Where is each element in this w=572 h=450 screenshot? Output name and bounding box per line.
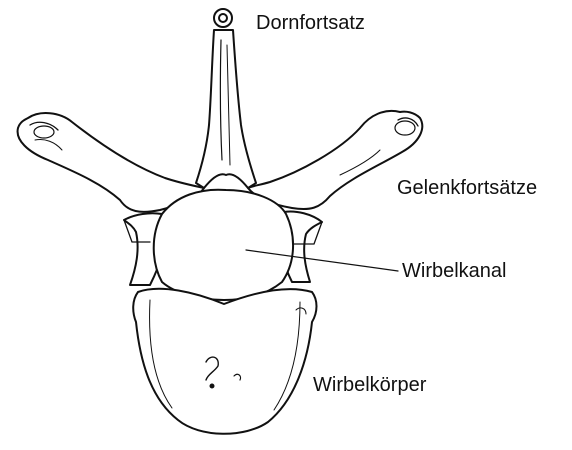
left-transverse-process-shape xyxy=(18,113,204,212)
label-spinous-process: Dornfortsatz xyxy=(256,13,365,33)
label-articular-processes: Gelenkfortsätze xyxy=(397,178,537,198)
label-vertebral-body: Wirbelkörper xyxy=(313,375,426,395)
spinous-process-shape xyxy=(196,9,256,188)
vertebral-canal-shape xyxy=(154,190,293,300)
vertebral-body-shape xyxy=(133,289,316,434)
label-vertebral-canal: Wirbelkanal xyxy=(402,261,506,281)
